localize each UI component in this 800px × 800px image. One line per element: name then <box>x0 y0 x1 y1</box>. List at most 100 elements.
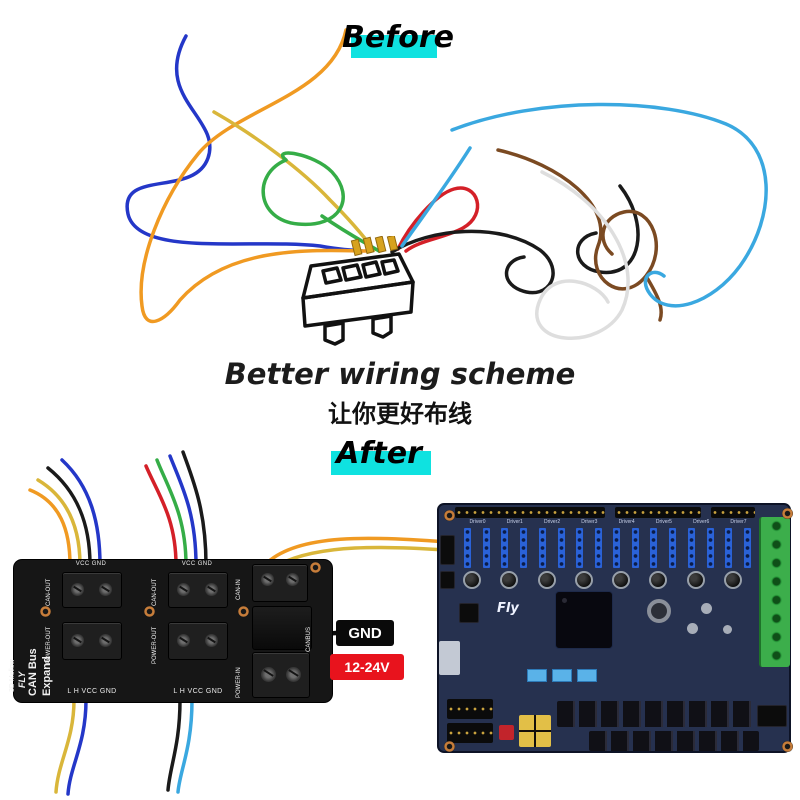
power-out-terminal-2 <box>168 622 228 660</box>
mounting-hole <box>238 606 249 617</box>
control-board: Driver0 Driver1 Driver2 Driver3 <box>437 503 793 753</box>
pin-header <box>447 699 493 719</box>
driver-label: Driver1 <box>506 519 523 525</box>
board-name-line1: CAN Bus <box>27 648 39 696</box>
after-wire-black-2 <box>181 450 208 567</box>
after-wire-blue-1 <box>60 458 102 567</box>
inductor <box>647 599 671 623</box>
electrolytic-capacitor <box>574 571 593 589</box>
driver-header-pins <box>650 528 658 568</box>
screw <box>71 583 84 596</box>
can-out-label-1: CAN-OUT <box>46 578 52 606</box>
mounting-hole <box>40 606 51 617</box>
mounting-hole <box>310 562 321 573</box>
before-wire-white <box>535 170 630 340</box>
can-in-terminal <box>252 564 308 602</box>
screw <box>177 634 190 647</box>
blue-connector <box>552 669 572 682</box>
driver-header-pins <box>669 528 677 568</box>
connector-front-face <box>301 280 415 328</box>
driver-header-pins <box>632 528 640 568</box>
can-out-terminal-2 <box>168 572 228 608</box>
before-wire-skyblue-2 <box>400 146 472 248</box>
smd-capacitor <box>701 603 712 614</box>
after-wire-black-bottom <box>166 698 182 792</box>
pins-silk-bottom-2: L H VCC GND <box>173 688 223 695</box>
mounting-hole <box>444 741 455 752</box>
electrolytic-capacitor <box>500 571 519 589</box>
exp-port <box>440 535 455 565</box>
pin-header <box>615 507 701 518</box>
small-chip <box>459 603 479 623</box>
before-wire-black-1 <box>390 229 555 295</box>
after-highlight <box>331 451 431 475</box>
after-wire-yellow-bottom <box>54 698 76 794</box>
driver-label: Driver7 <box>730 519 747 525</box>
driver-header-pins <box>557 528 565 568</box>
driver-header-pins <box>538 528 546 568</box>
smd-capacitor <box>723 625 732 634</box>
after-wire-blue-2 <box>168 454 198 567</box>
caption-chinese: 让你更好布线 <box>328 401 472 428</box>
yellow-connector-cluster <box>519 715 551 747</box>
electrolytic-capacitor <box>612 571 631 589</box>
gnd-callout: GND <box>336 620 394 646</box>
after-wire-green-2 <box>155 458 188 567</box>
screw <box>286 573 299 586</box>
mounting-hole <box>444 510 455 521</box>
before-title: Before <box>341 20 455 55</box>
connector-latch-tabs <box>323 314 393 346</box>
electrolytic-capacitor <box>686 571 705 589</box>
stepper-driver-socket: Driver6 <box>685 519 718 597</box>
power-out-label-2: POWER-OUT <box>152 626 158 664</box>
screw <box>286 667 301 682</box>
driver-header-pins <box>706 528 714 568</box>
stepper-driver-row: Driver0 Driver1 Driver2 Driver3 <box>461 519 755 597</box>
screw <box>71 634 84 647</box>
driver-header-pins <box>687 528 695 568</box>
driver-label: Driver6 <box>693 519 710 525</box>
connector-slots <box>321 258 400 285</box>
canbus-label: CANBUS <box>306 626 312 652</box>
before-wire-skyblue-1 <box>450 102 768 308</box>
power-in-terminal <box>252 652 310 698</box>
mounting-hole <box>782 508 793 519</box>
driver-label: Driver0 <box>469 519 486 525</box>
power-callout: 12-24V <box>330 654 404 680</box>
screw <box>99 634 112 647</box>
electrolytic-capacitor <box>537 571 556 589</box>
pins-silk-top-2: VCC GND <box>181 561 213 567</box>
red-connector <box>499 725 514 740</box>
stepper-driver-socket: Driver2 <box>536 519 569 597</box>
driver-header-pins <box>483 528 490 568</box>
before-highlight <box>351 35 437 58</box>
pin-header <box>711 507 755 518</box>
before-wire-green <box>261 151 381 253</box>
stepper-driver-socket: Driver4 <box>610 519 643 597</box>
power-in-label: POWER-IN <box>236 667 242 698</box>
driver-label: Driver4 <box>618 519 635 525</box>
board-logo: Fly <box>497 601 519 616</box>
bottom-connector-row <box>589 731 759 751</box>
driver-label: Driver2 <box>544 519 561 525</box>
screw <box>261 573 274 586</box>
before-wire-red <box>396 186 480 253</box>
before-wire-yellow <box>212 110 376 252</box>
bottom-connector-row <box>557 701 755 727</box>
after-wire-black-1 <box>46 466 92 567</box>
screw <box>205 583 218 596</box>
smd-capacitor <box>687 623 698 634</box>
driver-header-pins <box>613 528 621 568</box>
mcu-chip <box>555 591 613 649</box>
pin-header <box>447 723 493 743</box>
can-in-label: CAN-IN <box>236 579 242 600</box>
mounting-hole <box>782 741 793 752</box>
before-wire-blue <box>125 34 364 253</box>
screw <box>99 583 112 596</box>
driver-header-pins <box>743 528 751 568</box>
after-wire-red-2 <box>144 464 178 567</box>
stepper-driver-socket: Driver7 <box>722 519 755 597</box>
can-link-wire-yellow <box>278 545 448 566</box>
driver-header-pins <box>724 528 732 568</box>
